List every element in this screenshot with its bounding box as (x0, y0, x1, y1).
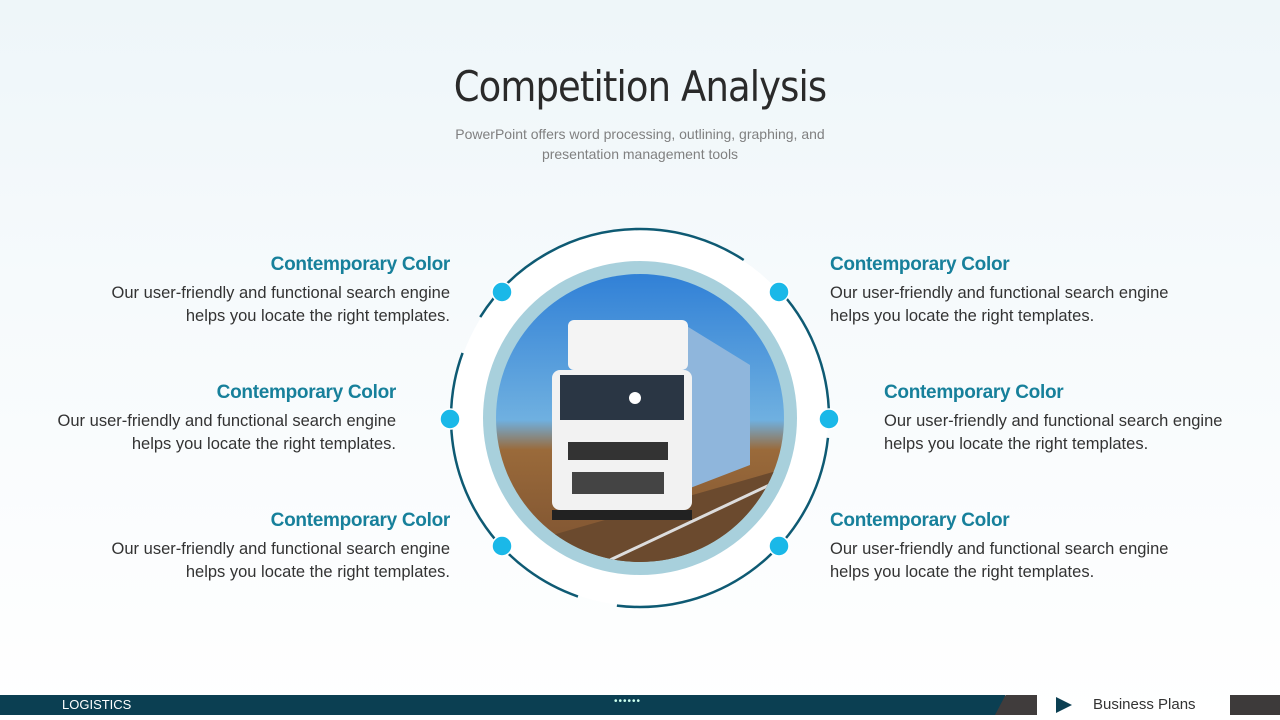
play-triangle-icon (1056, 697, 1072, 713)
item-heading: Contemporary Color (884, 382, 1064, 403)
dot-top-right (768, 281, 790, 303)
item-heading: Contemporary Color (830, 254, 1010, 275)
dot-bottom-left (491, 535, 513, 557)
center-graphic (440, 227, 840, 609)
footer-dots: •••••• (614, 696, 642, 707)
page-title: Competition Analysis (453, 62, 827, 111)
dot-top-left (491, 281, 513, 303)
footer-brand: Business Plans (1093, 696, 1196, 713)
item-body: Our user-friendly and functional search … (111, 284, 450, 325)
item-body: Our user-friendly and functional search … (57, 412, 396, 453)
item-heading: Contemporary Color (830, 510, 1010, 531)
item-body: Our user-friendly and functional search … (884, 412, 1223, 453)
connector-dots (440, 281, 840, 557)
footer-block (1230, 695, 1280, 715)
page-subtitle: PowerPoint offers word processing, outli… (455, 126, 825, 162)
dot-mid-right (818, 408, 840, 430)
item-heading: Contemporary Color (270, 510, 451, 531)
dot-bottom-right (768, 535, 790, 557)
item-body: Our user-friendly and functional search … (830, 284, 1169, 325)
dot-mid-left (440, 408, 461, 430)
item-body: Our user-friendly and functional search … (111, 540, 450, 581)
footer-label: LOGISTICS (62, 697, 132, 712)
footer-slant (995, 695, 1037, 715)
item-heading: Contemporary Color (216, 382, 397, 403)
footer-bar: LOGISTICS •••••• (0, 695, 1005, 715)
item-heading: Contemporary Color (270, 254, 451, 275)
item-body: Our user-friendly and functional search … (830, 540, 1169, 581)
